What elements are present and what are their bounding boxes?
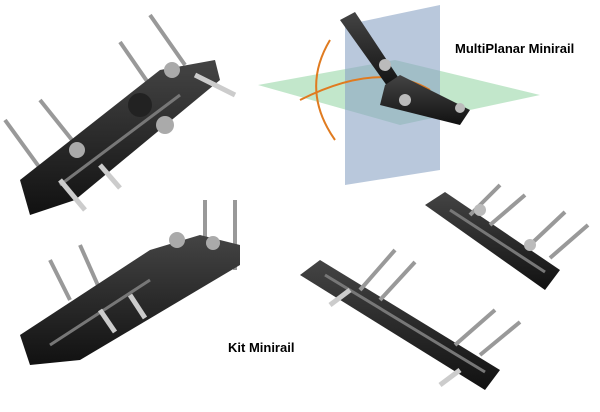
- multiplanar-minirail-label: MultiPlanar Minirail: [455, 41, 575, 56]
- minirail-device-long: [300, 248, 522, 390]
- kit-minirail-label: Kit Minirail: [228, 340, 295, 355]
- minirail-device-short: [425, 183, 590, 290]
- minirail-device-top-left: [3, 13, 237, 215]
- multiplanar-minirail-device: [258, 5, 540, 185]
- kit-minirail-device: [20, 200, 240, 365]
